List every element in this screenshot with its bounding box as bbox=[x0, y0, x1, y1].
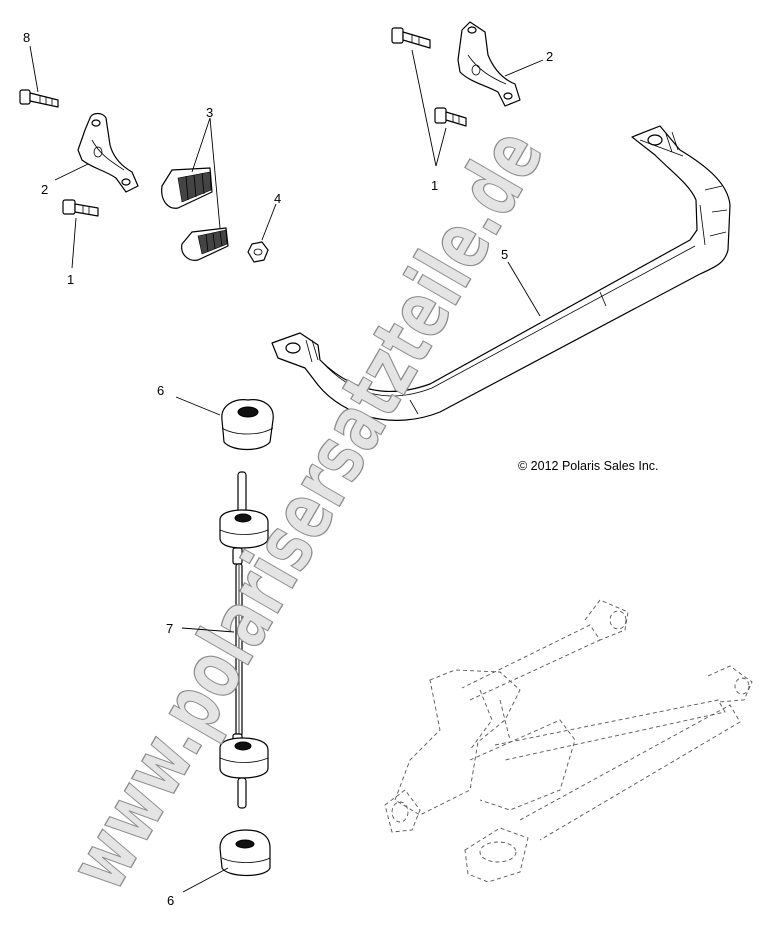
nut bbox=[247, 241, 269, 263]
copyright-notice: © 2012 Polaris Sales Inc. bbox=[518, 459, 659, 473]
link-rod-assembly bbox=[219, 471, 269, 809]
callouts: 8 2 1 3 4 1 2 5 6 7 6 bbox=[23, 30, 553, 908]
grommet-lower bbox=[219, 829, 271, 877]
bushing-lower bbox=[181, 227, 229, 261]
bolt-upper-left bbox=[19, 89, 59, 108]
bolt-left bbox=[62, 199, 99, 217]
callout-1: 1 bbox=[431, 178, 438, 193]
callout-6: 6 bbox=[167, 893, 174, 908]
bushing-upper bbox=[161, 167, 213, 209]
a-arm-reference bbox=[384, 599, 753, 883]
clamp-left bbox=[77, 112, 139, 193]
callout-4: 4 bbox=[274, 191, 281, 206]
callout-5: 5 bbox=[501, 247, 508, 262]
bolts-right bbox=[391, 27, 467, 127]
callout-7: 7 bbox=[166, 621, 173, 636]
clamp-right bbox=[457, 21, 521, 107]
watermark-text: www.polarisersatzteile.de bbox=[51, 113, 562, 904]
callout-6: 6 bbox=[157, 383, 164, 398]
leader-lines bbox=[29, 45, 544, 893]
callout-8: 8 bbox=[23, 30, 30, 45]
callout-2: 2 bbox=[41, 182, 48, 197]
callout-1: 1 bbox=[67, 272, 74, 287]
callout-2: 2 bbox=[546, 49, 553, 64]
grommet-upper bbox=[221, 399, 274, 451]
callout-3: 3 bbox=[206, 105, 213, 120]
stabilizer-bar bbox=[271, 125, 731, 421]
